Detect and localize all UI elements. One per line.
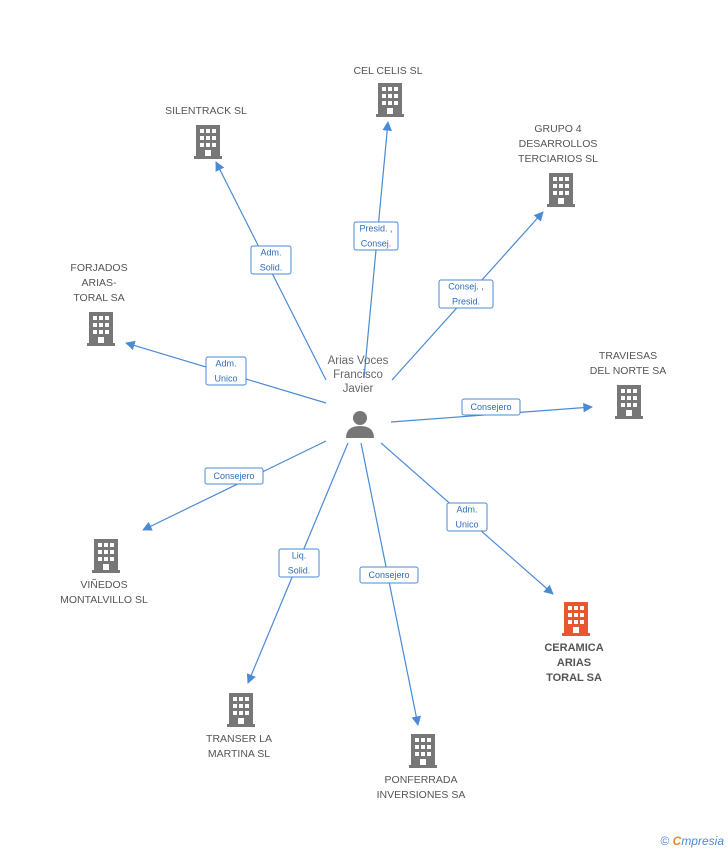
role-text: Adm. bbox=[456, 505, 477, 515]
role-text: Liq. bbox=[292, 551, 307, 561]
role-text: Unico bbox=[455, 520, 478, 530]
role-badge-traviesas: Consejero bbox=[461, 398, 521, 416]
role-badge-cel-celis: Presid. , Consej. bbox=[353, 221, 399, 251]
role-badge-ceramica: Adm. Unico bbox=[446, 502, 488, 532]
copyright-footer: © Cmpresia bbox=[660, 834, 724, 848]
building-icon[interactable] bbox=[92, 539, 120, 573]
company-label-silentrack[interactable]: SILENTRACK SL bbox=[165, 105, 247, 117]
role-badge-forjados: Adm. Unico bbox=[205, 356, 247, 386]
role-text: Consej. bbox=[361, 239, 392, 249]
building-icon[interactable] bbox=[409, 734, 437, 768]
edge-vinedos bbox=[142, 440, 327, 531]
building-icon[interactable] bbox=[562, 602, 590, 636]
building-icon[interactable] bbox=[376, 83, 404, 117]
role-text: Presid. , bbox=[359, 224, 392, 234]
role-text: Adm. bbox=[260, 248, 281, 258]
edge-ponferrada bbox=[360, 442, 421, 726]
copyright-symbol: © bbox=[660, 834, 670, 848]
role-text: Solid. bbox=[260, 263, 283, 273]
role-badge-transer: Liq. Solid. bbox=[278, 548, 320, 578]
role-text: Adm. bbox=[215, 359, 236, 369]
role-text: Consej. , bbox=[448, 282, 484, 292]
role-text: Consejero bbox=[470, 402, 511, 412]
role-badge-ponferrada: Consejero bbox=[359, 566, 419, 584]
building-icon[interactable] bbox=[194, 125, 222, 159]
role-badge-grupo4: Consej. , Presid. bbox=[438, 279, 494, 309]
company-label-cel-celis[interactable]: CEL CELIS SL bbox=[353, 65, 422, 77]
role-text: Consejero bbox=[213, 471, 254, 481]
role-text: Presid. bbox=[452, 297, 480, 307]
role-text: Unico bbox=[214, 374, 237, 384]
building-icon[interactable] bbox=[227, 693, 255, 727]
person-icon[interactable] bbox=[346, 411, 374, 438]
building-icon[interactable] bbox=[547, 173, 575, 207]
role-badge-silentrack: Adm. Solid. bbox=[250, 245, 292, 275]
building-icon[interactable] bbox=[87, 312, 115, 346]
brand-logo-initial: C bbox=[672, 834, 682, 848]
building-icon[interactable] bbox=[615, 385, 643, 419]
role-text: Solid. bbox=[288, 566, 311, 576]
role-badge-vinedos: Consejero bbox=[204, 467, 264, 485]
role-text: Consejero bbox=[368, 570, 409, 580]
brand-logo-text: mpresia bbox=[681, 834, 724, 848]
